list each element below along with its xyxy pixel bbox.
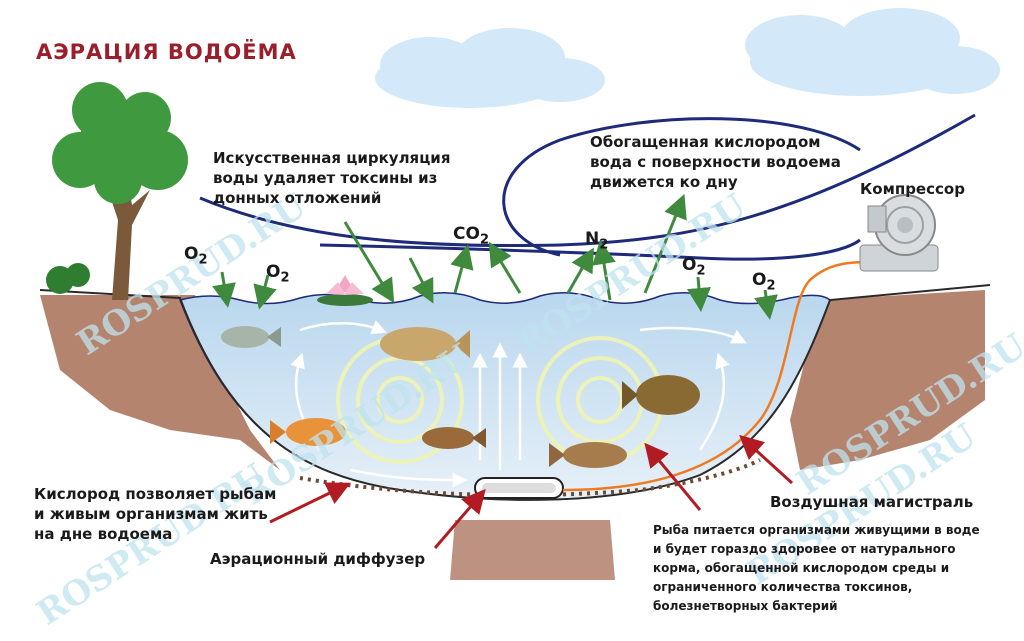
soil-right (790, 290, 985, 470)
label-air-line: Воздушная магистраль (770, 493, 974, 511)
green-arrows (212, 193, 778, 320)
red-arrows (269, 434, 794, 549)
gas-co2: CO2 (453, 224, 489, 248)
fish (221, 326, 700, 468)
label-diffuser: Аэрационный диффузер (210, 550, 426, 568)
gas-o2-1: O2 (184, 244, 208, 268)
water-lily (317, 275, 373, 306)
air-pipe (562, 260, 881, 492)
cloud-left (375, 28, 605, 108)
gas-n2: N2 (585, 229, 609, 253)
label-oxygen-surface: Обогащенная кислородом вода с поверхност… (590, 133, 841, 191)
bottom-sediment (299, 458, 761, 498)
gas-o2-2: O2 (266, 262, 290, 286)
cloud-right (745, 8, 1000, 96)
tree (46, 82, 188, 300)
label-compressor: Компрессор (860, 180, 965, 198)
label-oxygen-life: Кислород позволяет рыбам и живым организ… (34, 485, 277, 543)
wind-lines (199, 113, 976, 261)
soil-left (40, 295, 280, 470)
gas-o2-3: O2 (682, 255, 706, 279)
ground-outline (39, 284, 991, 501)
soil-bottom (450, 520, 615, 580)
gas-o2-4: O2 (752, 270, 776, 294)
diffuser (474, 477, 564, 499)
diagram-title: АЭРАЦИЯ ВОДОЁМА (36, 40, 297, 64)
compressor (859, 194, 939, 272)
label-circulation: Искусственная циркуляция воды удаляет то… (213, 149, 451, 207)
label-fish-note: Рыба питается организмами живущими в вод… (653, 523, 980, 613)
